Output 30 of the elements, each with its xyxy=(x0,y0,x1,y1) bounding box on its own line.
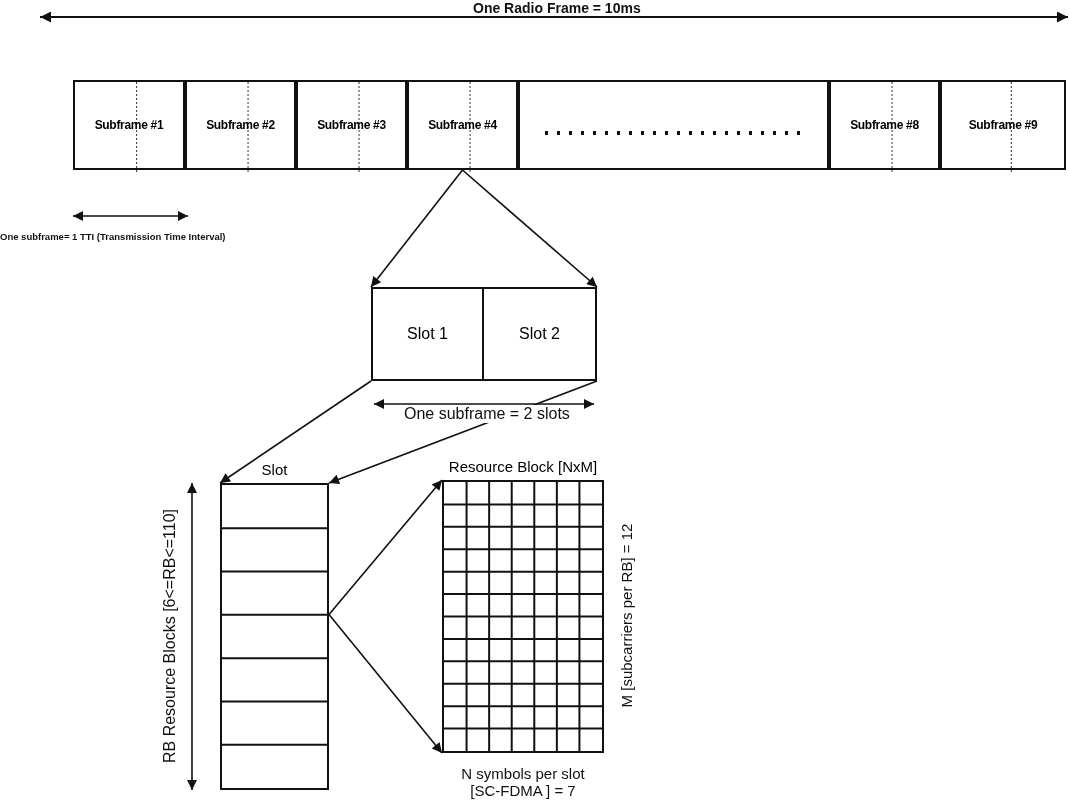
node-label: Subframe #4 xyxy=(427,118,498,132)
node-label: Subframe #3 xyxy=(316,118,387,132)
slot-box xyxy=(371,287,484,381)
arrow xyxy=(219,380,372,484)
heading-text: Slot xyxy=(260,461,289,478)
subframe-box xyxy=(829,80,940,170)
caption-text: RB Resource Blocks [6<=RB<=110] xyxy=(161,508,180,764)
caption-text: N symbols per slot [SC-FDMA ] = 7 xyxy=(460,765,586,799)
slot-box xyxy=(482,287,597,381)
subframe-box xyxy=(518,80,829,170)
arrow xyxy=(328,613,443,754)
subframe-box xyxy=(185,80,296,170)
node-label: Slot 2 xyxy=(519,325,560,343)
caption-text: M [subcarriers per RB] = 12 xyxy=(618,523,636,707)
arrow xyxy=(370,169,464,288)
subframe-box xyxy=(73,80,185,170)
arrow xyxy=(328,479,443,616)
node-label: Subframe #2 xyxy=(205,118,276,132)
node-label: Subframe #1 xyxy=(94,118,164,132)
caption-text: One subframe = 2 slots xyxy=(401,405,573,423)
node-label: Slot 1 xyxy=(407,325,448,343)
caption-text: One Radio Frame = 10ms xyxy=(470,0,644,16)
subframe-box xyxy=(940,80,1066,170)
subframe-box xyxy=(407,80,518,170)
heading-text: Resource Block [NxM] xyxy=(447,458,599,475)
caption-text: One subframe= 1 TTI (Transmission Time Interval) xyxy=(0,231,226,242)
node-label: Subframe #9 xyxy=(968,118,1038,132)
subframe-box xyxy=(296,80,407,170)
arrow xyxy=(461,169,598,288)
node-label: Subframe #8 xyxy=(849,118,920,132)
